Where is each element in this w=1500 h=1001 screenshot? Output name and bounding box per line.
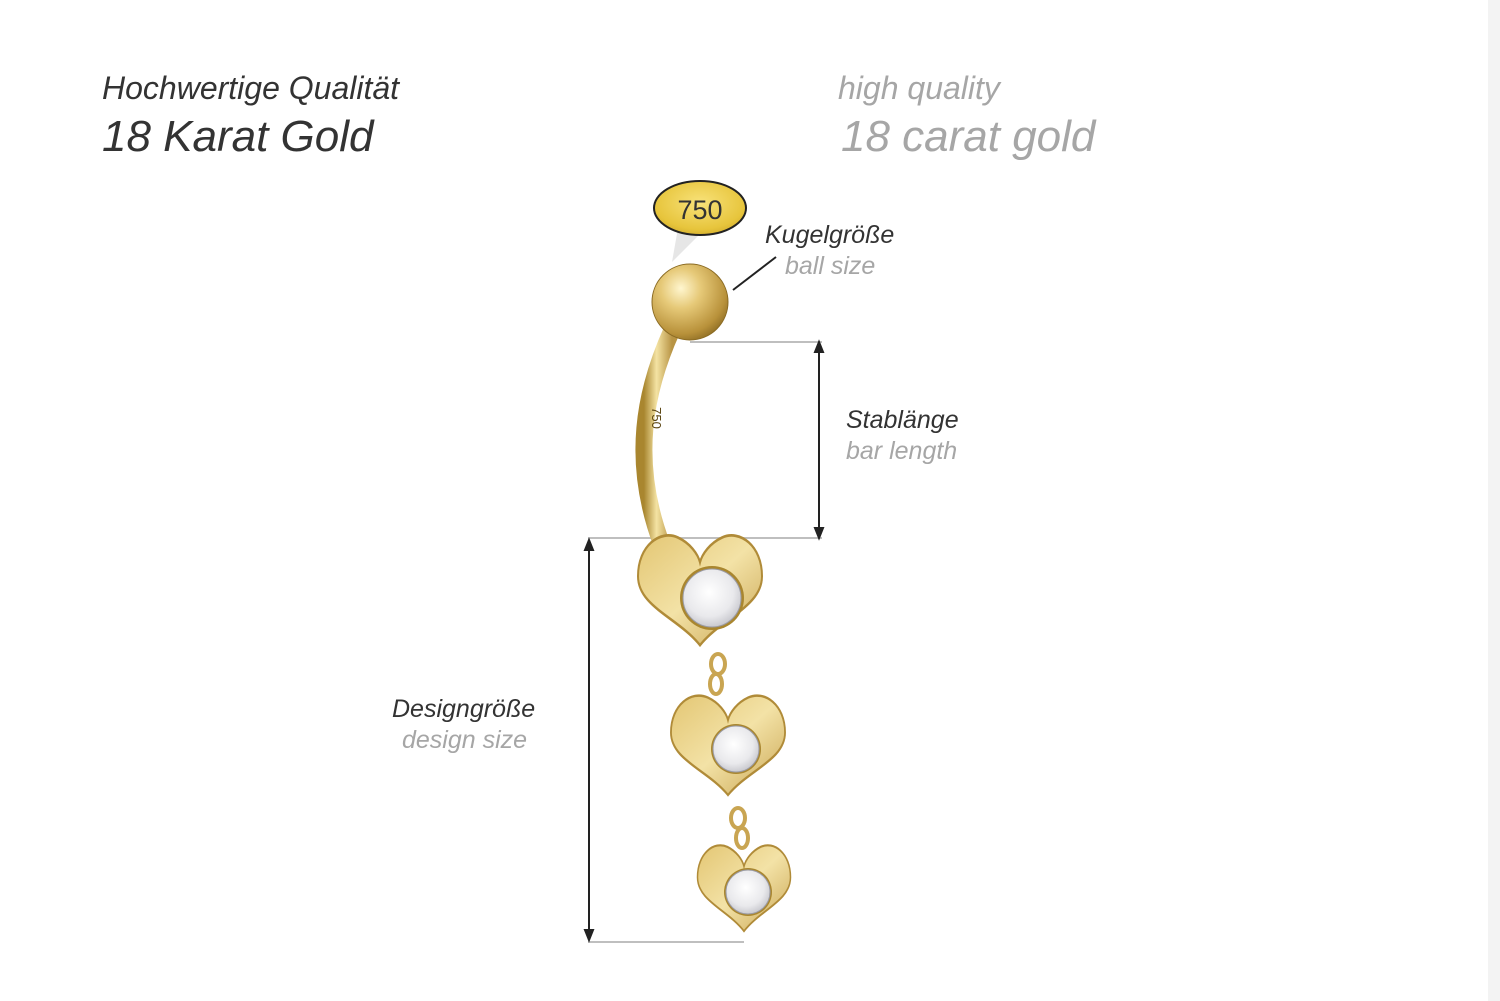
- design-size-label-de: Designgröße: [392, 695, 536, 723]
- gemstone-icon: [712, 725, 760, 773]
- dimension-arrows: [583, 256, 825, 943]
- bar-length-label-de: Stablänge: [846, 406, 959, 434]
- header-en-subtitle: high quality: [838, 70, 1000, 106]
- hallmark-oval-icon: 750: [653, 180, 747, 262]
- dimension-guides: [588, 341, 822, 943]
- right-edge-strip: [1488, 0, 1500, 1001]
- top-ball: [651, 263, 729, 341]
- hallmark-text: 750: [677, 195, 722, 225]
- heart-charm-3: [696, 844, 792, 933]
- gemstone-icon: [725, 869, 771, 915]
- ball-size-label-en: ball size: [785, 252, 876, 280]
- chain-links: [708, 652, 750, 850]
- header-en-title: 18 carat gold: [841, 112, 1096, 161]
- heart-charm-1: [636, 534, 764, 647]
- bar-length-label-en: bar length: [846, 437, 958, 465]
- gemstone-icon: [682, 568, 742, 628]
- design-size-label-en: design size: [402, 726, 528, 754]
- ball-size-label-de: Kugelgröße: [765, 221, 895, 249]
- header-de-subtitle: Hochwertige Qualität: [102, 70, 400, 106]
- bar-engraving: 750: [649, 407, 664, 429]
- heart-charm-2: [669, 694, 787, 797]
- curved-bar: [635, 321, 681, 554]
- header-de-title: 18 Karat Gold: [102, 112, 374, 161]
